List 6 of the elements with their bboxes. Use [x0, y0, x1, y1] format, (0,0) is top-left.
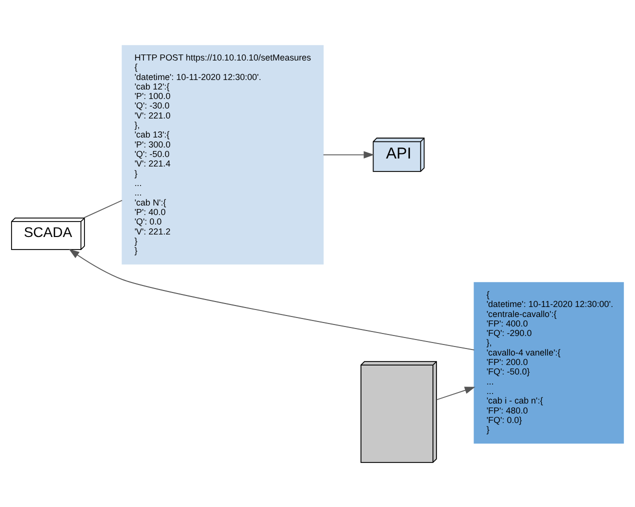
- node-box: { 'datetime': 10-11-2020 12:30:00'. 'centrale-cavallo':{ 'FP': 400.0 'FQ': -290.0 }, 'cavallo-4 vanelle':{ 'FP': 200.0 'FQ': -50.0} ... ... 'cab i - cab n':{ 'FP': 480.0 'FQ': 0.0} }: [474, 282, 624, 444]
- arrow: [68, 248, 475, 350]
- arrow: [436, 386, 476, 400]
- arrow: [322, 150, 374, 158]
- node-box: HTTP POST https://10.10.10.10/setMeasures { 'datetime': 10-11-2020 12:30:00'. 'cab 12':{ 'P': 100.0 'Q': -30.0 'V': 221.0 }, 'cab 13':{ 'P': 300.0 'Q': -50.0 'V': 221.4 } ... ... 'cab N':{ 'P': 40.0 'Q': 0.0 'V': 221.2 } }: [122, 44, 324, 264]
- connector: [83, 199, 123, 218]
